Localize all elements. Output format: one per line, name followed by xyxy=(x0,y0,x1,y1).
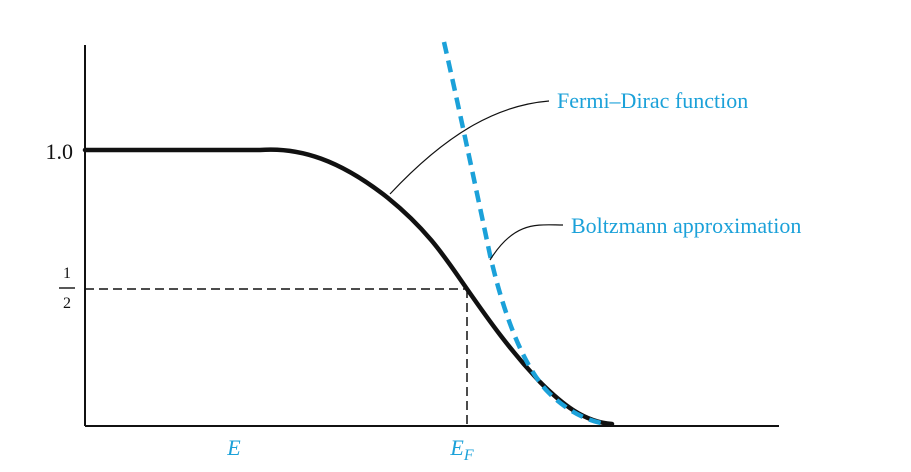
fermi-dirac-leader xyxy=(389,100,550,195)
boltzmann-leader xyxy=(489,224,564,261)
y-tick-one: 1.0 xyxy=(46,139,74,164)
boltzmann-curve xyxy=(441,41,607,427)
fermi-dirac-label: Fermi–Dirac function xyxy=(557,88,748,113)
y-tick-half-denominator: 2 xyxy=(63,295,71,312)
x-label-fermi-energy: EF xyxy=(449,435,473,464)
fermi-dirac-curve xyxy=(82,147,615,427)
x-label-fermi-energy-main: E xyxy=(449,435,464,460)
x-label-fermi-energy-subscript: F xyxy=(463,447,474,464)
boltzmann-label: Boltzmann approximation xyxy=(571,213,801,238)
y-tick-half-numerator: 1 xyxy=(63,265,71,282)
x-label-e: E xyxy=(226,435,241,460)
